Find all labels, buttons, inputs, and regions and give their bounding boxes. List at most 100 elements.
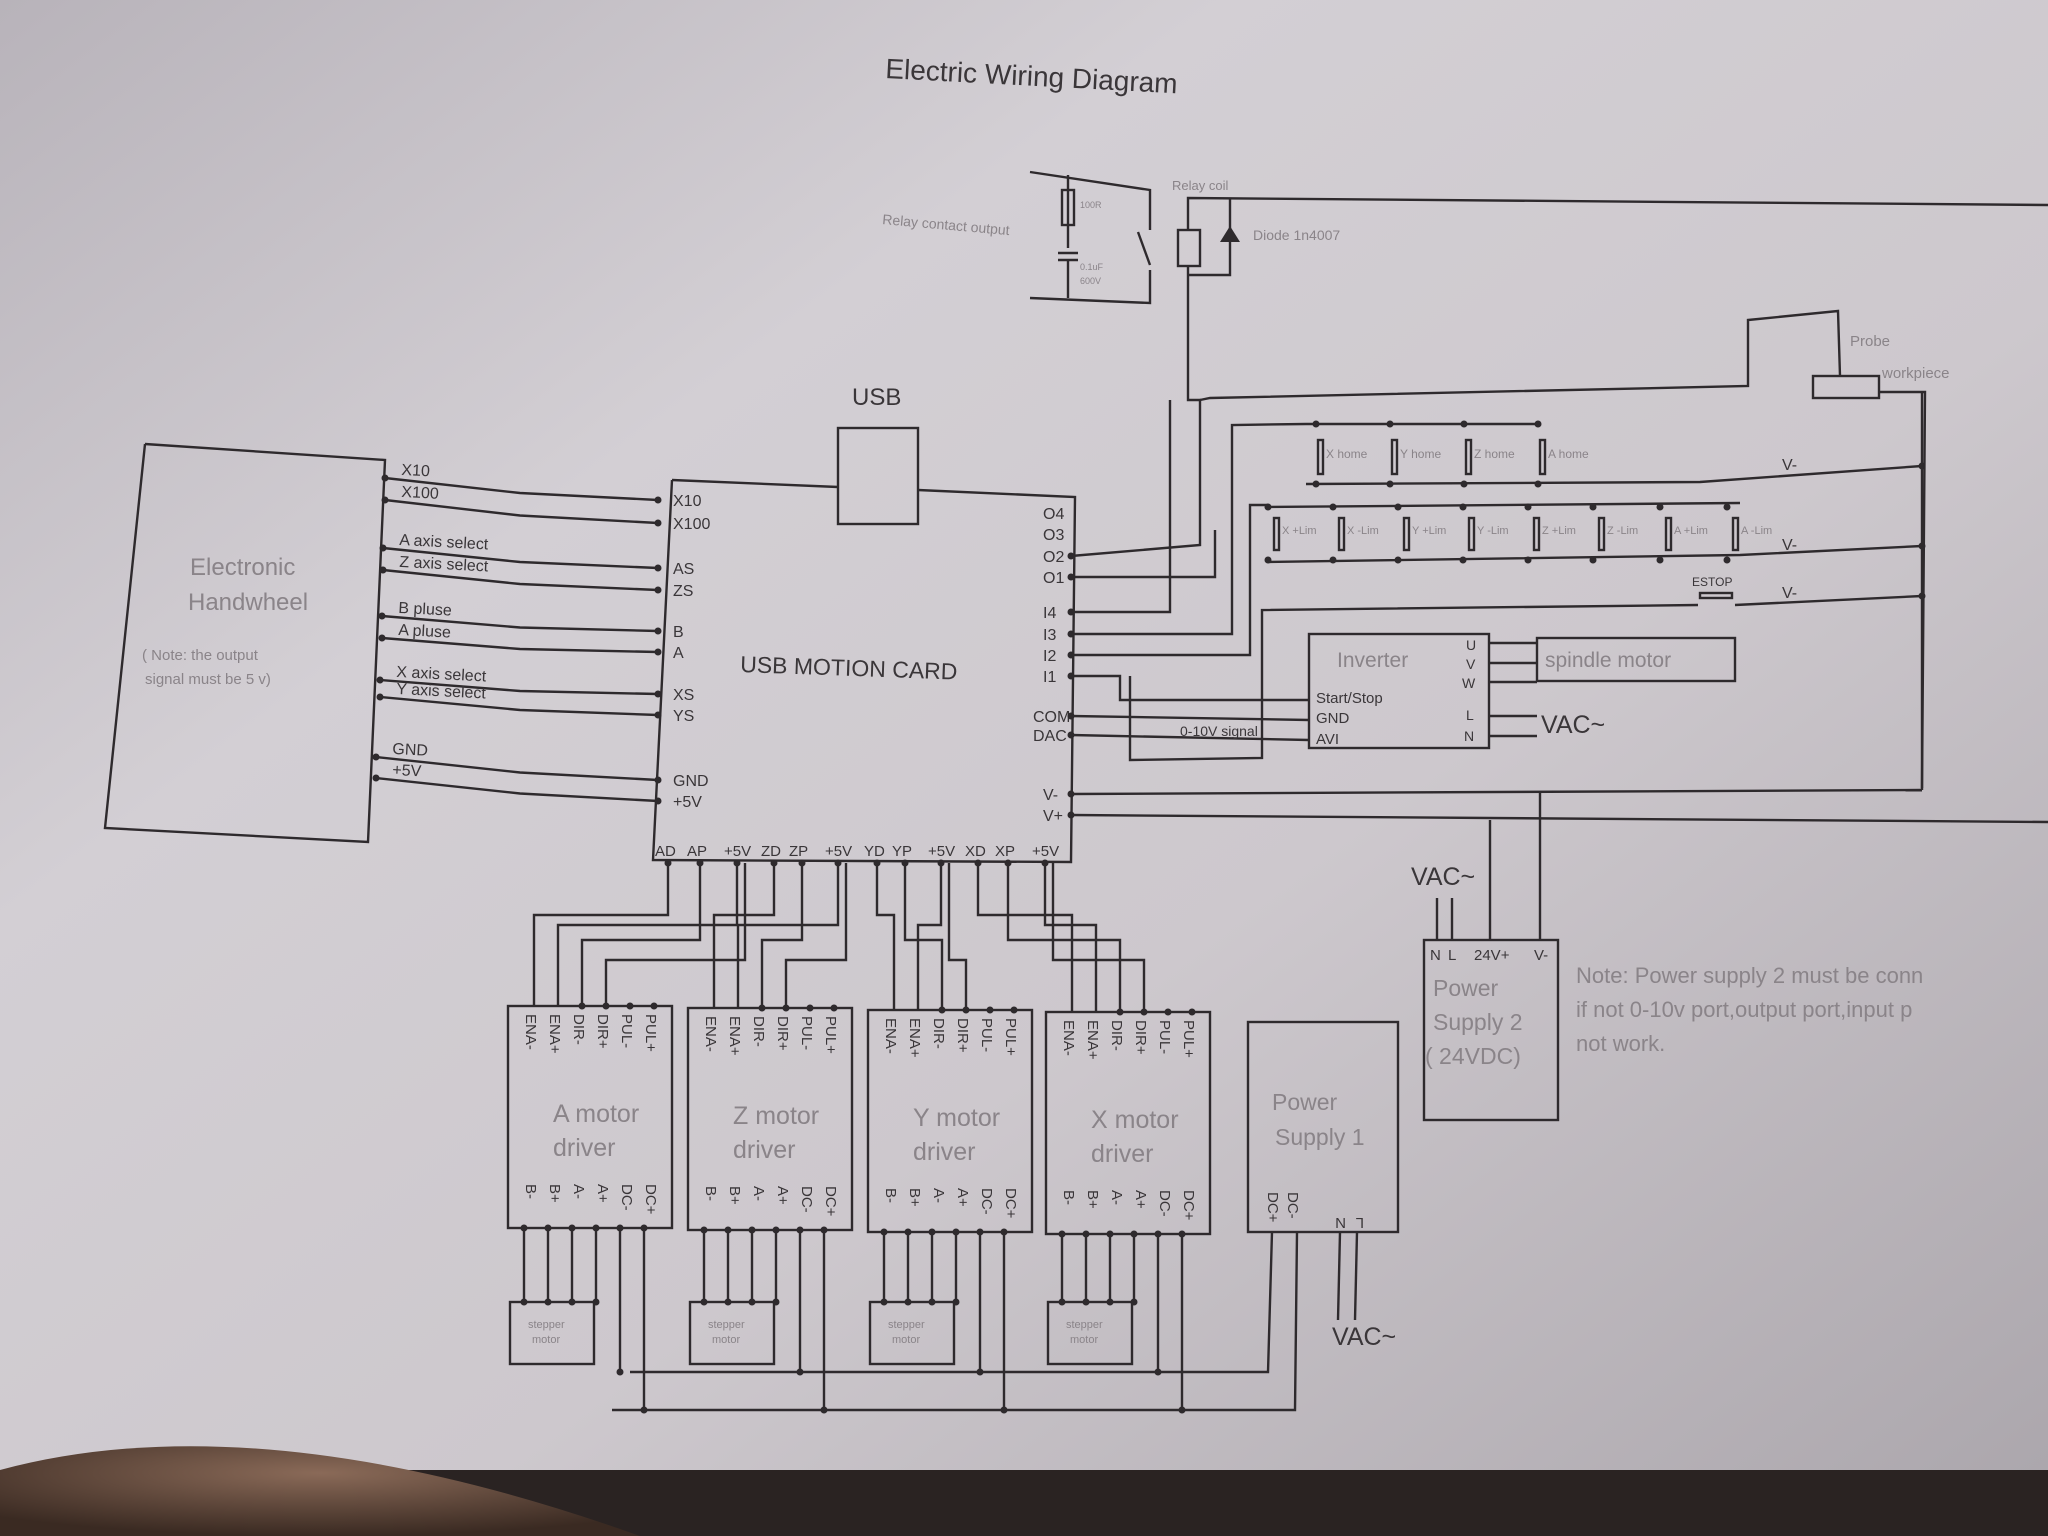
driver-bottom-pin-label: A- [570,1184,587,1199]
inverter-pin-start-stop: Start/Stop [1316,690,1383,707]
ps2-name-line3: ( 24VDC) [1425,1043,1521,1069]
spindle-motor-box [1535,636,1737,683]
limit-switch-label: Y +Lim [1412,525,1446,537]
card-bottom-pin-label: +5V [825,843,852,860]
driver-bottom-pin-label: A+ [774,1186,791,1205]
junction-dot [372,753,380,761]
card-right-pin-label: I1 [1043,669,1056,686]
card-bottom-pin-label: XP [995,843,1015,860]
handwheel-signal-label: X10 [401,462,430,480]
relay-switch [1136,231,1152,266]
workpiece-label: workpiece [1881,365,1950,382]
junction-dot [654,648,662,656]
junction-dot [1067,552,1075,560]
card-right-pin-label: I4 [1043,605,1056,622]
card-bottom-pin-label: YP [892,843,912,860]
driver-name-line1: A motor [553,1100,639,1128]
signal-wire [379,695,659,717]
workpiece-box [1811,374,1881,400]
ps1-pin-n: N [1335,1214,1346,1231]
junction-dot [1386,420,1394,428]
limit-switch-label: A +Lim [1674,525,1708,537]
driver-bottom-pin-label: A+ [594,1184,611,1203]
junction-dot [1188,1008,1196,1016]
card-right-pin-label: I3 [1043,627,1056,644]
signal-wire [381,636,659,654]
stepper-motor-label-line1: stepper [528,1319,565,1331]
stepper-motor-label-line2: motor [1070,1334,1098,1346]
junction-dot [654,586,662,594]
driver-box [1044,1010,1212,1236]
card-bottom-pin-label: AD [655,843,676,860]
home-switch-label: X home [1326,447,1368,461]
v-minus-label: V- [1782,457,1797,474]
ps2-vac-label: VAC~ [1411,863,1475,891]
junction-dot [378,612,386,620]
driver-bottom-pin-label: B+ [546,1184,563,1203]
note-line3: not work. [1576,1031,1665,1056]
card-right-pin-label: I2 [1043,648,1056,665]
junction-dot [904,1298,912,1306]
driver-name-line1: Z motor [733,1102,819,1130]
driver-top-pin-label: PUL+ [1002,1018,1019,1056]
dir-wire [875,863,896,1010]
estop-wire [1128,603,1699,762]
handwheel-name-line2: Handwheel [188,589,308,616]
home-switch-icon [1390,438,1399,476]
pul-wire [760,863,804,1008]
driver-box [506,1004,674,1230]
stepper-motor-label-line2: motor [712,1334,740,1346]
junction-dot [1534,480,1542,488]
limit-switch-icon [1402,516,1411,552]
driver-bottom-pin-label: A- [1108,1190,1125,1205]
driver-bottom-pin-label: DC- [1156,1190,1173,1217]
card-bottom-pin-label: +5V [724,843,751,860]
junction-dot [592,1298,600,1306]
driver-top-pin-label: DIR+ [594,1014,611,1049]
ps1-name-line1: Power [1272,1089,1338,1115]
junction-dot [654,564,662,572]
driver-top-pin-label: ENA- [702,1016,719,1052]
card-right-pin-label: V+ [1043,808,1063,825]
card-right-pin-label: DAC [1033,728,1067,745]
card-bottom-pin-label: XD [965,843,986,860]
driver-bottom-pin-label: DC+ [1180,1190,1197,1221]
note-line1: Note: Power supply 2 must be conn [1576,963,1923,988]
inverter: Inverter Start/Stop GND AVI U V W L N sp… [1070,632,1737,750]
junction-dot [1656,503,1664,511]
electronic-handwheel: Electronic Handwheel ( Note: the output … [103,442,387,844]
dir-plus-wire [1043,863,1098,1012]
driver-name-line2: driver [1091,1140,1154,1168]
junction-dot [1386,480,1394,488]
limit-switch-label: A -Lim [1741,525,1772,537]
limit-switch-label: X +Lim [1282,525,1317,537]
handwheel-signal-label: +5V [392,762,422,781]
ps2-pin-v-minus: V- [1534,947,1548,964]
junction-dot [1058,1298,1066,1306]
driver-name-line1: X motor [1091,1106,1179,1134]
ps2-pin-l: L [1448,947,1456,964]
home-switch-label: Z home [1474,447,1515,461]
inverter-pin-u: U [1466,637,1476,653]
junction-dot [880,1298,888,1306]
stepper-motor-box [508,1300,596,1366]
estop-v-minus-wire [1734,594,1923,607]
card-bottom-pin-label: YD [864,843,885,860]
stepper-motor-box [1046,1300,1134,1366]
pul-plus-wire [604,863,747,1006]
dir-plus-wire [736,863,840,1008]
card-left-pin-label: B [673,624,684,641]
dir-wire [532,863,670,1006]
driver-top-pin-label: ENA- [882,1018,899,1054]
power-supply-1: Power Supply 1 DC+ DC- N L VAC~ [612,1020,1400,1412]
handwheel-signal-label: GND [392,741,428,760]
driver-bottom-pin-label: B+ [1084,1190,1101,1209]
junction-dot [1459,503,1467,511]
resistor-symbol [1060,188,1076,227]
junction-dot [544,1298,552,1306]
signal-wire [382,568,659,592]
inverter-pin-gnd: GND [1316,710,1350,727]
card-right-pin-label: O3 [1043,527,1064,544]
handwheel-signal-label: A pluse [398,622,451,642]
